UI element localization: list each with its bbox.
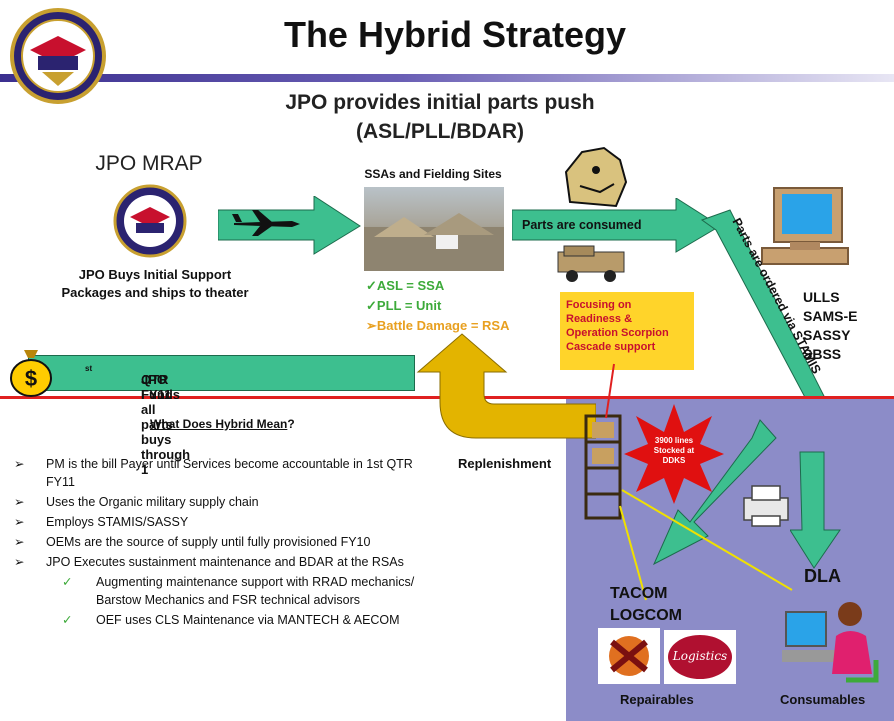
funds-suffix: QTR FY11	[141, 372, 172, 402]
stamis-systems-list: ULLS SAMS-E SASSY SBSS	[803, 288, 857, 364]
dla-label: DLA	[804, 566, 841, 586]
logcom-label: LOGCOM	[610, 607, 682, 624]
bullet-mark: ➢	[14, 555, 25, 569]
bullet-item: ➢ PM is the bill Payer until Services bec…	[14, 455, 444, 491]
bullet-mark: ➢	[14, 515, 25, 529]
tacom-label: TACOM	[610, 585, 668, 602]
starburst-text: 3900 lines Stocked at DDKS	[640, 436, 708, 466]
mascot-dog-icon	[564, 146, 628, 208]
focus-line-1: Focusing on	[566, 299, 632, 311]
bullet-item: ➢ Employs STAMIS/SASSY	[14, 513, 444, 531]
tacom-logo	[598, 628, 660, 684]
subtitle-line-1: JPO provides initial parts push	[285, 91, 595, 114]
focus-line-4: Cascade support	[566, 341, 656, 353]
bullet-text: PM is the bill Payer until Services beco…	[46, 457, 413, 489]
tacom-logcom-label: TACOM LOGCOM	[610, 583, 682, 627]
warehouse-rack-icon	[584, 414, 622, 520]
code-asl-mark: ✓	[366, 278, 377, 293]
subtitle: JPO provides initial parts push (ASL/PLL…	[250, 88, 630, 146]
system-sassy: SASSY	[803, 327, 851, 343]
funds-prefix: JPO Funds all parts buys through 1	[141, 372, 191, 477]
consumables-label: Consumables	[780, 692, 866, 707]
bullet-mark: ➢	[14, 495, 25, 509]
starburst-line-2: Stocked at	[653, 446, 695, 455]
ssa-title: SSAs and Fielding Sites	[364, 167, 502, 181]
code-asl: ✓ASL = SSA	[366, 276, 509, 296]
repairables-label: Repairables	[620, 692, 694, 707]
what-hybrid-heading: What Does Hybrid Mean?	[150, 417, 295, 431]
computer-icon	[761, 187, 849, 265]
bullet-mark: ➢	[14, 457, 25, 471]
focus-line-2: Readiness &	[566, 313, 633, 325]
bullet-text: Employs STAMIS/SASSY	[46, 515, 189, 529]
money-bag-icon: $	[10, 350, 52, 397]
jpo-mrap-label: JPO MRAP	[95, 152, 203, 175]
sub-bullet-item: ✓ Augmenting maintenance support with RRA…	[14, 573, 444, 609]
fielding-site-photo	[364, 187, 504, 271]
title-underline-bar	[0, 74, 894, 82]
code-pll-mark: ✓	[366, 298, 377, 313]
parts-consumed-label: Parts are consumed	[522, 218, 642, 232]
printer-icon	[743, 485, 789, 527]
logistics-logo-text: Logistics	[672, 649, 728, 663]
to-tacom-arrow	[652, 419, 777, 566]
funds-bar: JPO Funds all parts buys through 1 st QTR…	[28, 355, 415, 477]
bullet-item: ➢ JPO Executes sustainment maintenance an…	[14, 553, 444, 571]
subtitle-line-2: (ASL/PLL/BDAR)	[356, 120, 524, 143]
fielding-site-photo-art	[364, 213, 504, 271]
ssa-code-list: ✓ASL = SSA ✓PLL = Unit ➢Battle Damage = …	[366, 276, 509, 336]
what-hybrid-heading-text: What Does Hybrid Mean	[150, 417, 288, 431]
system-ulls: ULLS	[803, 289, 840, 305]
funds-text: JPO Funds all parts buys through 1 st QTR…	[85, 364, 190, 477]
parts-consumed-arrow	[512, 198, 721, 253]
stock-starburst	[624, 404, 724, 504]
system-sbss: SBSS	[803, 346, 842, 362]
page-title: The Hybrid Strategy	[283, 14, 627, 55]
yellow-connector-lines	[619, 489, 793, 601]
code-battle-damage-text: Battle Damage = RSA	[376, 318, 510, 333]
mrap-seal-logo	[10, 8, 106, 104]
code-asl-text: ASL = SSA	[376, 278, 445, 293]
focus-line-3: Operation Scorpion	[566, 327, 669, 339]
focus-connector-arrow	[605, 363, 615, 419]
system-sams-e: SAMS-E	[803, 308, 858, 324]
to-dla-arrow	[790, 451, 841, 569]
sub-bullet-item: ✓ OEF uses CLS Maintenance via MANTECH & …	[14, 611, 444, 629]
starburst-line-3: DDKS	[662, 456, 686, 465]
logistics-logo-art	[668, 635, 732, 679]
jpo-description-line-2: Packages and ships to theater	[61, 285, 249, 300]
bullet-text: Uses the Organic military supply chain	[46, 495, 259, 509]
bullet-mark: ➢	[14, 535, 25, 549]
person-at-computer-icon	[782, 602, 879, 683]
sub-bullet-mark: ✓	[62, 575, 73, 589]
logistics-logo: Logistics	[664, 630, 736, 684]
starburst-line-1: 3900 lines	[654, 436, 694, 445]
funds-sup: st	[85, 364, 93, 373]
mrap-vehicle-icon	[557, 245, 625, 282]
bullet-item: ➢ OEMs are the source of supply until ful…	[14, 533, 444, 551]
svg-text:$: $	[25, 366, 37, 391]
bullet-item: ➢ Uses the Organic military supply chain	[14, 493, 444, 511]
focus-note-box: Focusing on Readiness & Operation Scorpi…	[560, 292, 694, 370]
code-pll: ✓PLL = Unit	[366, 296, 509, 316]
bullet-text: JPO Executes sustainment maintenance and…	[46, 555, 404, 569]
sub-bullet-text: OEF uses CLS Maintenance via MANTECH & A…	[96, 613, 400, 627]
cargo-plane-icon	[232, 210, 300, 236]
jpo-description: JPO Buys Initial Support Packages and sh…	[30, 266, 280, 302]
code-battle-damage: ➢Battle Damage = RSA	[366, 316, 509, 336]
code-pll-text: PLL = Unit	[376, 298, 442, 313]
jpo-mrap-seal-icon	[113, 184, 187, 258]
replenishment-arrow	[416, 333, 596, 439]
sub-bullet-text: Augmenting maintenance support with RRAD…	[96, 575, 415, 607]
bullet-text: OEMs are the source of supply until full…	[46, 535, 371, 549]
code-battle-damage-mark: ➢	[366, 318, 377, 333]
sub-bullet-mark: ✓	[62, 613, 73, 627]
what-hybrid-heading-suffix: ?	[287, 417, 295, 431]
hybrid-bullet-list: ➢ PM is the bill Payer until Services bec…	[14, 455, 444, 631]
replenishment-label: Replenishment	[458, 456, 552, 471]
jpo-description-line-1: JPO Buys Initial Support	[78, 267, 232, 282]
